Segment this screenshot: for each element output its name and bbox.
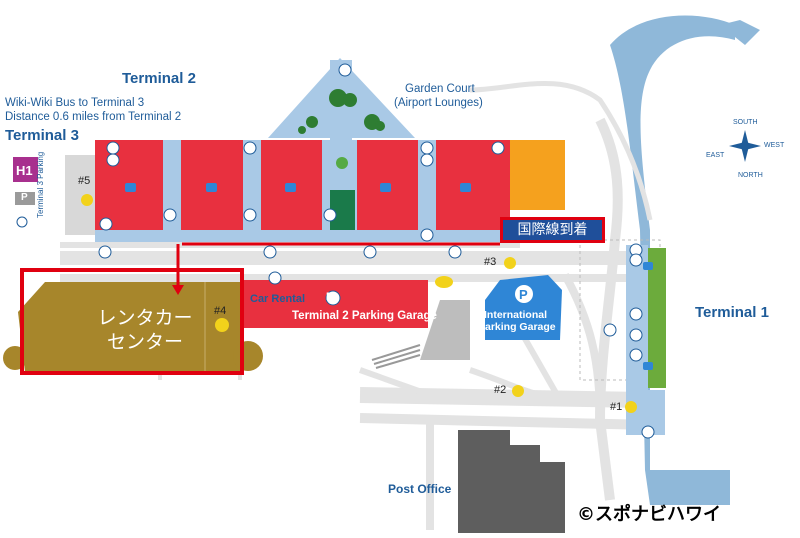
rental-center-label-1: レンタカー	[97, 307, 193, 329]
gate1-label: #1	[610, 401, 623, 413]
intl-arrival-tag: 国際線到着	[500, 217, 605, 243]
intl-parking-garage	[485, 275, 562, 340]
terminal2-building	[65, 140, 565, 242]
terminal3-label: Terminal 3	[5, 127, 79, 144]
ramp	[371, 344, 421, 369]
rental-car-center	[3, 282, 263, 372]
post-office-label: Post Office	[388, 482, 452, 496]
h1-marker	[13, 157, 38, 182]
walk-icons	[81, 194, 637, 413]
rental-center-highlight	[20, 268, 244, 375]
compass-north: NORTH	[738, 172, 763, 179]
copyright-label: ©スポナビハワイ	[577, 504, 721, 525]
compass-icon	[729, 130, 761, 162]
amenity-icons	[16, 63, 655, 439]
intl-parking-label-1: International	[484, 309, 548, 321]
terminal1-label: Terminal 1	[695, 304, 769, 321]
gate3-label: #3	[484, 256, 497, 268]
garden-court-label: Garden Court	[405, 83, 475, 95]
rental-center-label-2: センター	[106, 331, 183, 353]
wiki-bus-label: Wiki-Wiki Bus to Terminal 3	[5, 97, 145, 109]
terminal3-parking-p: P	[21, 192, 28, 203]
h1-label: H1	[16, 163, 33, 178]
gate5-label: #5	[78, 175, 91, 187]
gate4-label: #4	[214, 305, 227, 317]
terminal2-label: Terminal 2	[122, 70, 196, 87]
gate2-label: #2	[494, 384, 507, 396]
intl-parking-label-2: Parking Garage	[478, 321, 556, 333]
garden-court-area	[268, 58, 415, 140]
post-office-building	[458, 430, 565, 533]
airport-lounges-label: (Airport Lounges)	[394, 97, 483, 109]
t2-parking-p: P	[326, 291, 334, 303]
svg-text:P: P	[519, 287, 528, 302]
baggage-icons	[125, 183, 653, 370]
arrow-head-icon	[172, 285, 184, 295]
compass-east: EAST	[706, 152, 725, 159]
compass-south: SOUTH	[733, 119, 758, 126]
t2-parking-label: Terminal 2 Parking Garage	[292, 310, 437, 322]
terminal3-parking-label: Terminal 3 Parking	[36, 151, 45, 218]
car-rental-label: Car Rental	[250, 293, 306, 305]
distance-label: Distance 0.6 miles from Terminal 2	[5, 111, 182, 123]
ocean-water	[610, 15, 735, 505]
compass-west: WEST	[764, 142, 785, 149]
